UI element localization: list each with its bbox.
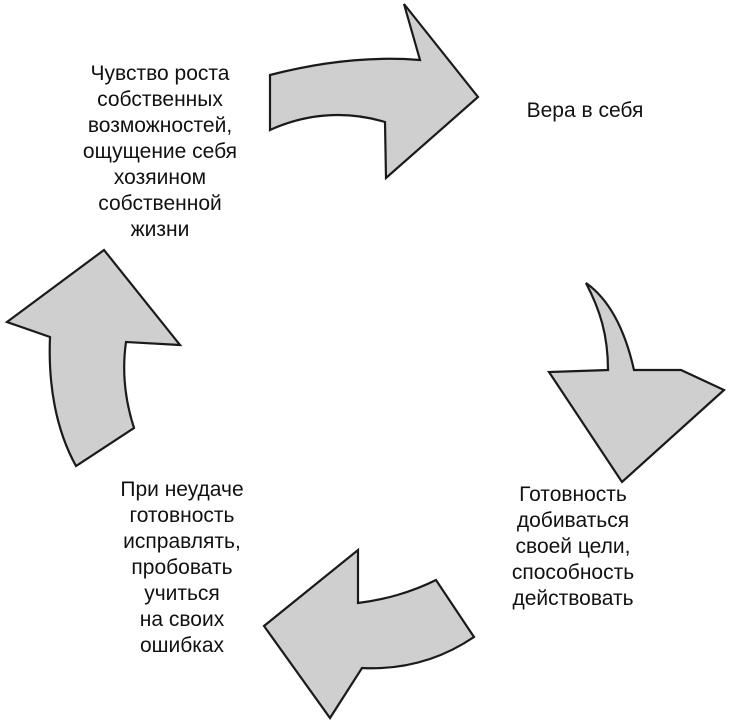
node-readiness-line: своей цели, bbox=[515, 535, 631, 558]
curved-arrow-up-icon bbox=[4, 248, 183, 468]
node-readiness-line: Готовность bbox=[519, 483, 627, 506]
node-readiness-line: действовать bbox=[512, 587, 634, 610]
node-readiness-label: Готовность добиваться своей цели, способ… bbox=[478, 482, 668, 612]
node-learning-line: пробовать bbox=[131, 556, 233, 579]
node-learning-label: При неудаче готовность исправлять, пробо… bbox=[72, 477, 292, 659]
node-learning-line: на своих bbox=[139, 608, 225, 631]
node-growth-line: возможностей, bbox=[87, 114, 233, 137]
node-learning-line: исправлять, bbox=[123, 530, 241, 553]
curved-arrow-right-icon bbox=[268, 3, 480, 181]
node-readiness-line: добиваться bbox=[516, 509, 630, 532]
node-readiness-line: способность bbox=[511, 561, 635, 584]
curved-arrow-down-icon bbox=[546, 282, 726, 484]
node-growth-label: Чувство роста собственных возможностей, … bbox=[50, 61, 270, 243]
node-self-belief-line: Вера в себя bbox=[526, 99, 644, 122]
node-growth-line: Чувство роста bbox=[90, 62, 230, 85]
node-learning-line: ошибках bbox=[139, 634, 225, 657]
node-growth-line: жизни bbox=[130, 218, 190, 241]
node-growth-line: собственной bbox=[98, 192, 222, 215]
node-growth-line: ощущение себя bbox=[82, 140, 238, 163]
node-self-belief-label: Вера в себя bbox=[490, 98, 680, 124]
node-growth-line: собственных bbox=[97, 88, 223, 111]
node-growth-line: хозяином bbox=[113, 166, 207, 189]
node-learning-line: готовность bbox=[129, 504, 235, 527]
node-learning-line: учиться bbox=[144, 582, 220, 605]
curved-arrow-left-icon bbox=[262, 547, 476, 720]
node-learning-line: При неудаче bbox=[120, 478, 244, 501]
